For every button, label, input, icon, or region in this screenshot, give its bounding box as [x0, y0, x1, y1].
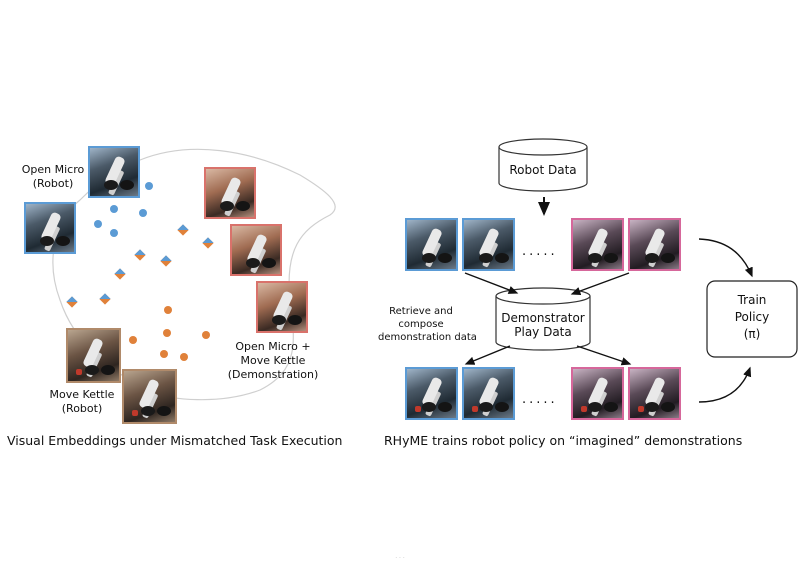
label-line: Train — [737, 293, 767, 307]
point — [164, 306, 172, 314]
ellipsis-top: ..... — [522, 244, 558, 259]
label-line: Open Micro — [21, 163, 85, 176]
footer-mark: · · · — [395, 555, 405, 562]
imagined-frame-2 — [462, 367, 515, 420]
label-open-micro-move-kettle-demo: Open Micro + Move Kettle (Demonstration) — [223, 340, 323, 382]
thumb-move-kettle-robot-1 — [66, 328, 121, 383]
label-line: Policy — [734, 310, 770, 324]
point — [66, 296, 78, 308]
label-line: demonstration data — [378, 332, 477, 343]
robot-frame-1 — [405, 218, 458, 271]
train-policy-box — [706, 280, 798, 358]
label-line: compose — [398, 319, 444, 330]
point — [139, 209, 147, 217]
label-line: Play Data — [514, 325, 572, 339]
point — [145, 182, 153, 190]
demonstrator-data-cylinder — [495, 287, 591, 351]
thumb-move-kettle-robot-2 — [122, 369, 177, 424]
left-caption: Visual Embeddings under Mismatched Task … — [7, 433, 343, 448]
point — [160, 255, 172, 267]
label-move-kettle-robot: Move Kettle (Robot) — [46, 388, 118, 416]
imagined-frame-4 — [628, 367, 681, 420]
thumb-demo-2 — [230, 224, 282, 276]
robot-frame-2 — [462, 218, 515, 271]
point — [110, 205, 118, 213]
point — [160, 350, 168, 358]
label-line: (Robot) — [32, 177, 74, 190]
label-line: Move Kettle — [49, 388, 115, 401]
demonstrator-data-label: Demonstrator Play Data — [496, 311, 590, 339]
robot-data-label: Robot Data — [509, 163, 577, 177]
label-line: (π) — [743, 327, 761, 341]
point — [202, 237, 214, 249]
imagined-frame-3 — [571, 367, 624, 420]
ellipsis-bottom: ..... — [522, 392, 558, 407]
label-line: Retrieve and — [389, 306, 453, 317]
point — [163, 329, 171, 337]
label-line: Move Kettle — [240, 354, 306, 367]
label-line: Demonstrator — [501, 311, 585, 325]
retrieve-compose-label: Retrieve and compose demonstration data — [378, 305, 477, 344]
thumb-demo-1 — [204, 167, 256, 219]
label-line: (Demonstration) — [227, 368, 319, 381]
robot-frame-4 — [628, 218, 681, 271]
label-line: Open Micro + — [235, 340, 311, 353]
arrow-top-right-in — [570, 272, 630, 296]
point — [99, 293, 111, 305]
point — [134, 249, 146, 261]
train-policy-label: Train Policy (π) — [707, 292, 797, 343]
point — [94, 220, 102, 228]
arrow-to-policy-top — [698, 238, 753, 278]
open-micro-robot-points — [94, 182, 153, 237]
arrow-top-left-in — [464, 272, 519, 294]
point — [177, 224, 189, 236]
move-kettle-robot-points — [129, 306, 210, 361]
label-line: (Robot) — [61, 402, 103, 415]
thumb-demo-3 — [256, 281, 308, 333]
point — [129, 336, 137, 344]
thumb-open-micro-robot-2 — [24, 202, 76, 254]
label-open-micro-robot: Open Micro (Robot) — [18, 163, 88, 191]
arrow-out-left — [464, 345, 511, 365]
point — [202, 331, 210, 339]
point — [180, 353, 188, 361]
arrow-to-policy-bottom — [698, 366, 752, 403]
imagined-frame-1 — [405, 367, 458, 420]
arrow-out-right — [576, 345, 632, 366]
right-caption: RHyME trains robot policy on “imagined” … — [384, 433, 743, 448]
robot-frame-3 — [571, 218, 624, 271]
point — [110, 229, 118, 237]
demonstration-points — [66, 224, 214, 308]
point — [114, 268, 126, 280]
thumb-open-micro-robot-1 — [88, 146, 140, 198]
robot-data-cylinder — [498, 138, 588, 192]
